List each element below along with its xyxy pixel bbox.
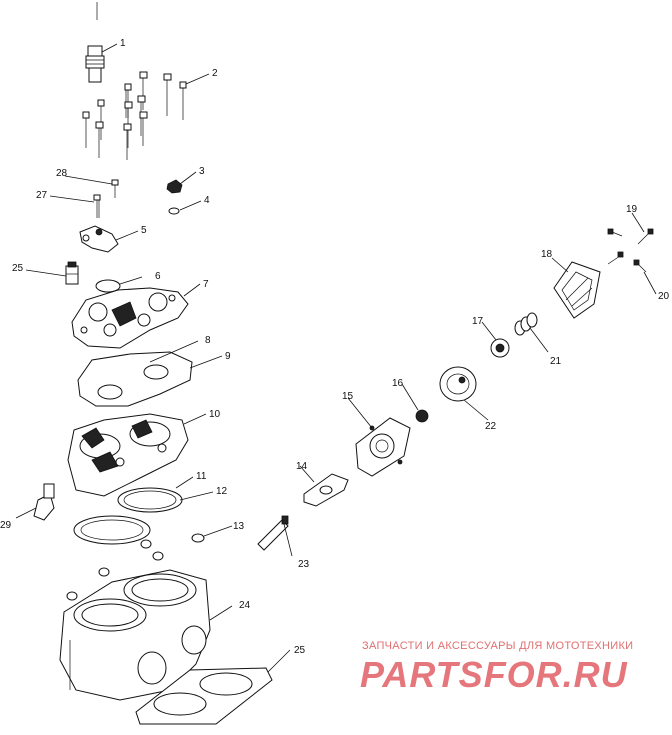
callout-4: 4 [204,195,210,206]
callout-25-bottom: 25 [294,645,306,656]
part-1-fitting [85,45,105,83]
callout-19: 19 [626,204,638,215]
callout-20: 20 [658,291,670,302]
part-15-housing [355,417,411,477]
part-22-plate [439,366,477,402]
part-25-base-gasket [135,667,273,725]
callout-18: 18 [541,249,553,260]
callout-22: 22 [485,421,497,432]
part-7-head-cover [71,287,189,349]
part-11-ring [117,487,183,513]
callout-labels: 1 2 3 4 5 6 7 8 9 10 11 12 13 14 15 16 1… [0,38,670,656]
callout-25-left: 25 [12,263,24,274]
watermark-tagline: ЗАПЧАСТИ И АКСЕССУАРЫ ДЛЯ МОТОТЕХНИКИ [362,640,634,652]
part-9-gasket [77,351,193,407]
part-4-washer [168,207,180,215]
callout-1: 1 [120,38,126,49]
callout-15: 15 [342,391,354,402]
callout-17: 17 [472,316,484,327]
part-21-spring [514,312,538,336]
part-2-bolts [82,71,187,160]
part-ring-lower [73,515,151,545]
callout-2: 2 [212,68,218,79]
callout-13: 13 [233,521,245,532]
part-16-seal [415,409,429,423]
callout-28: 28 [56,168,68,179]
callout-6: 6 [155,271,161,282]
callout-12: 12 [216,486,228,497]
callout-11: 11 [196,471,207,482]
part-24-cylinder-block [59,569,211,701]
part-5-bracket [79,225,119,253]
callout-10: 10 [209,409,221,420]
part-14-gasket [303,473,349,507]
leader-lines [15,43,657,673]
part-6-o-ring [95,279,121,293]
part-13-plugs [66,533,205,601]
callout-9: 9 [225,351,231,362]
part-17-bearing [490,338,510,358]
callout-8: 8 [205,335,211,346]
callout-3: 3 [199,166,205,177]
part-25-sensor [65,261,79,285]
callout-27: 27 [36,190,48,201]
callout-7: 7 [203,279,209,290]
part-10-cylinder-head [67,413,189,497]
part-19-screws [607,228,654,273]
callout-24: 24 [239,600,251,611]
callout-29: 29 [0,520,12,531]
callout-5: 5 [141,225,147,236]
part-18-cover [553,261,601,319]
part-23-probe [257,515,289,551]
part-28-bolt [111,179,119,198]
part-3-nut [166,179,183,194]
part-29-elbow [33,483,55,521]
callout-16: 16 [392,378,404,389]
callout-23: 23 [298,559,310,570]
callout-14: 14 [296,461,308,472]
part-27-bolt [93,194,101,218]
callout-21: 21 [550,356,562,367]
watermark-logo: PARTSFOR.RU [360,654,628,695]
part-12-ring [123,490,177,510]
